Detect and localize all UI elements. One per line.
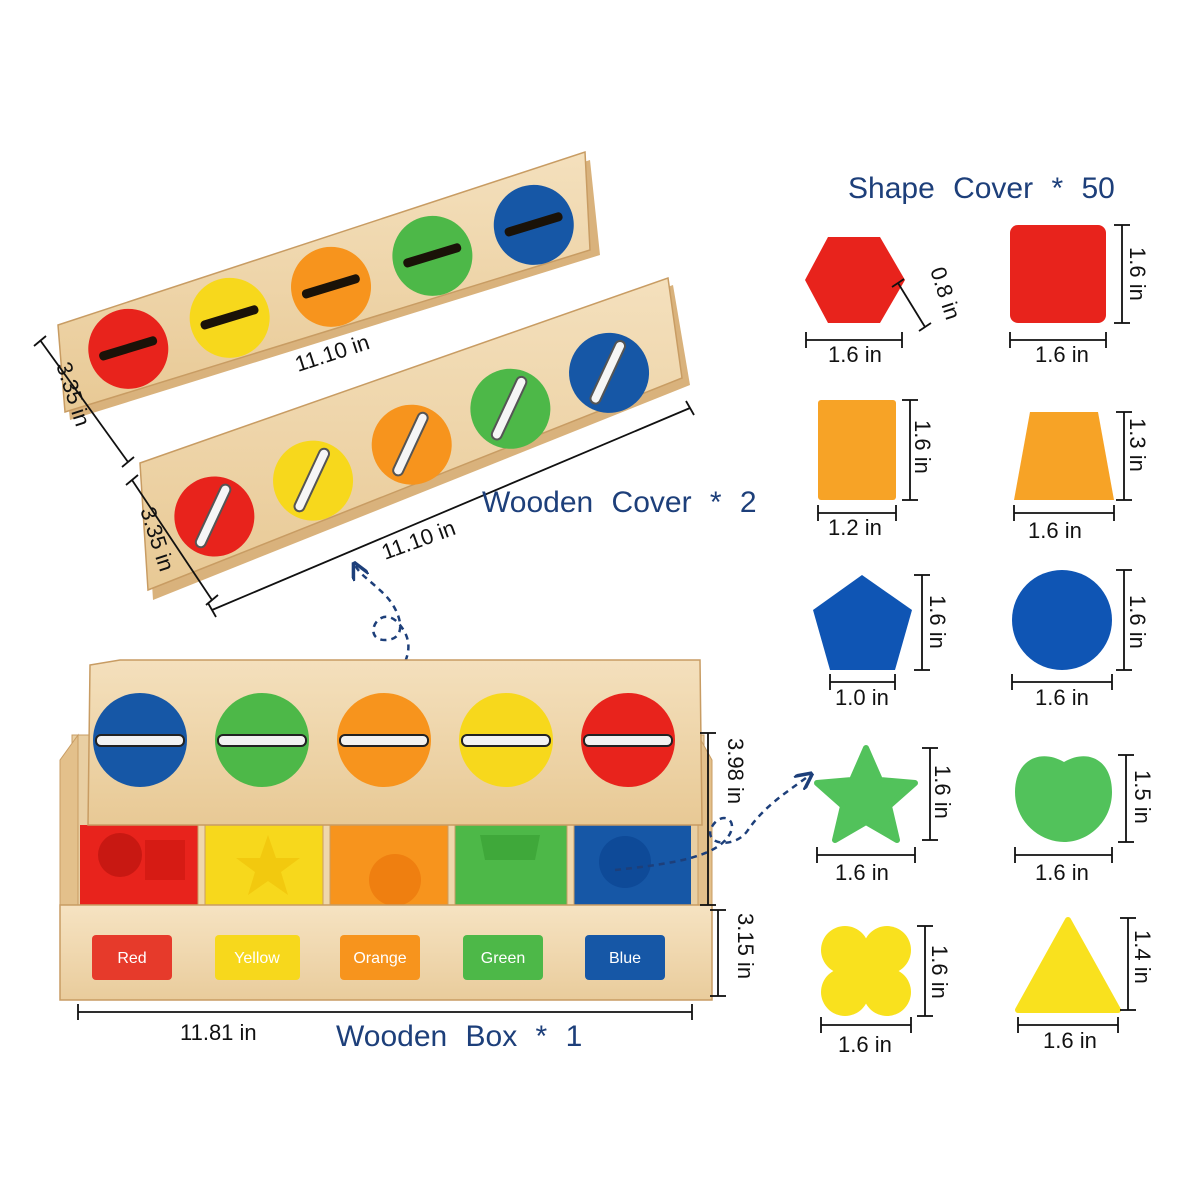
circle-width: 1.6 in <box>1035 685 1089 710</box>
rectangle-piece <box>818 400 896 500</box>
rectangle-height: 1.6 in <box>910 420 935 474</box>
apple-height: 1.5 in <box>1130 770 1155 824</box>
trapezoid-height: 1.3 in <box>1125 418 1150 472</box>
hexagon-height: 0.8 in <box>925 264 965 323</box>
box-dimension-lines <box>77 732 726 1020</box>
shape-star <box>814 745 938 863</box>
box-color-labels: Red Yellow Orange Green Blue <box>92 935 665 980</box>
rectangle-width: 1.2 in <box>828 515 882 540</box>
label-blue-text: Blue <box>609 950 641 967</box>
shape-apple <box>1014 754 1134 863</box>
shape-pentagon <box>813 574 930 690</box>
box-length: 11.81 in <box>180 1020 257 1045</box>
circle-height: 1.6 in <box>1125 595 1150 649</box>
triangle-height: 1.4 in <box>1130 930 1155 984</box>
square-piece <box>1010 225 1106 323</box>
pentagon-piece <box>813 575 912 670</box>
shape-triangle <box>1015 917 1136 1033</box>
cover-swirl-arrow <box>355 565 410 701</box>
star-width: 1.6 in <box>835 860 889 885</box>
wooden-cover-title: Wooden Cover * 2 <box>482 486 757 519</box>
box-lid-slots <box>93 693 675 787</box>
trapezoid-width: 1.6 in <box>1028 518 1082 543</box>
triangle-piece <box>1015 917 1121 1013</box>
label-blue-badge <box>585 935 665 980</box>
label-red-badge <box>92 935 172 980</box>
box-compartments <box>80 825 691 906</box>
shape-cover-title: Shape Cover * 50 <box>848 172 1115 205</box>
label-orange-badge <box>340 935 420 980</box>
apple-piece <box>1015 756 1112 842</box>
box-swirl-arrow <box>614 775 810 872</box>
label-yellow-text: Yellow <box>234 950 280 967</box>
apple-width: 1.6 in <box>1035 860 1089 885</box>
clover-height: 1.6 in <box>927 945 952 999</box>
label-green-text: Green <box>481 950 525 967</box>
trapezoid-piece <box>1014 412 1114 500</box>
pentagon-height: 1.6 in <box>925 595 950 649</box>
label-green-badge <box>463 935 543 980</box>
square-width: 1.6 in <box>1035 342 1089 367</box>
clover-width: 1.6 in <box>838 1032 892 1057</box>
wooden-cover-top <box>57 150 600 420</box>
hexagon-piece <box>805 237 905 323</box>
star-height: 1.6 in <box>930 765 955 819</box>
shape-rectangle <box>817 399 918 521</box>
triangle-width: 1.6 in <box>1043 1028 1097 1053</box>
shape-trapezoid <box>1013 411 1132 521</box>
pentagon-width: 1.0 in <box>835 685 889 710</box>
shape-square <box>1009 224 1130 348</box>
square-height: 1.6 in <box>1125 247 1150 301</box>
hexagon-width: 1.6 in <box>828 342 882 367</box>
box-lid-height: 3.98 in <box>723 738 748 804</box>
shape-hexagon <box>805 237 932 348</box>
wooden-cover-bottom <box>139 276 690 600</box>
cover-dimension-lines <box>33 335 695 618</box>
label-red-text: Red <box>117 950 146 967</box>
wooden-box-title: Wooden Box * 1 <box>336 1020 583 1053</box>
box-height: 3.15 in <box>733 913 758 979</box>
star-piece <box>814 745 918 843</box>
label-orange-text: Orange <box>353 950 406 967</box>
label-yellow-badge <box>215 935 300 980</box>
shape-circle <box>1011 569 1132 690</box>
circle-piece <box>1012 570 1112 670</box>
shape-clover <box>820 925 933 1033</box>
